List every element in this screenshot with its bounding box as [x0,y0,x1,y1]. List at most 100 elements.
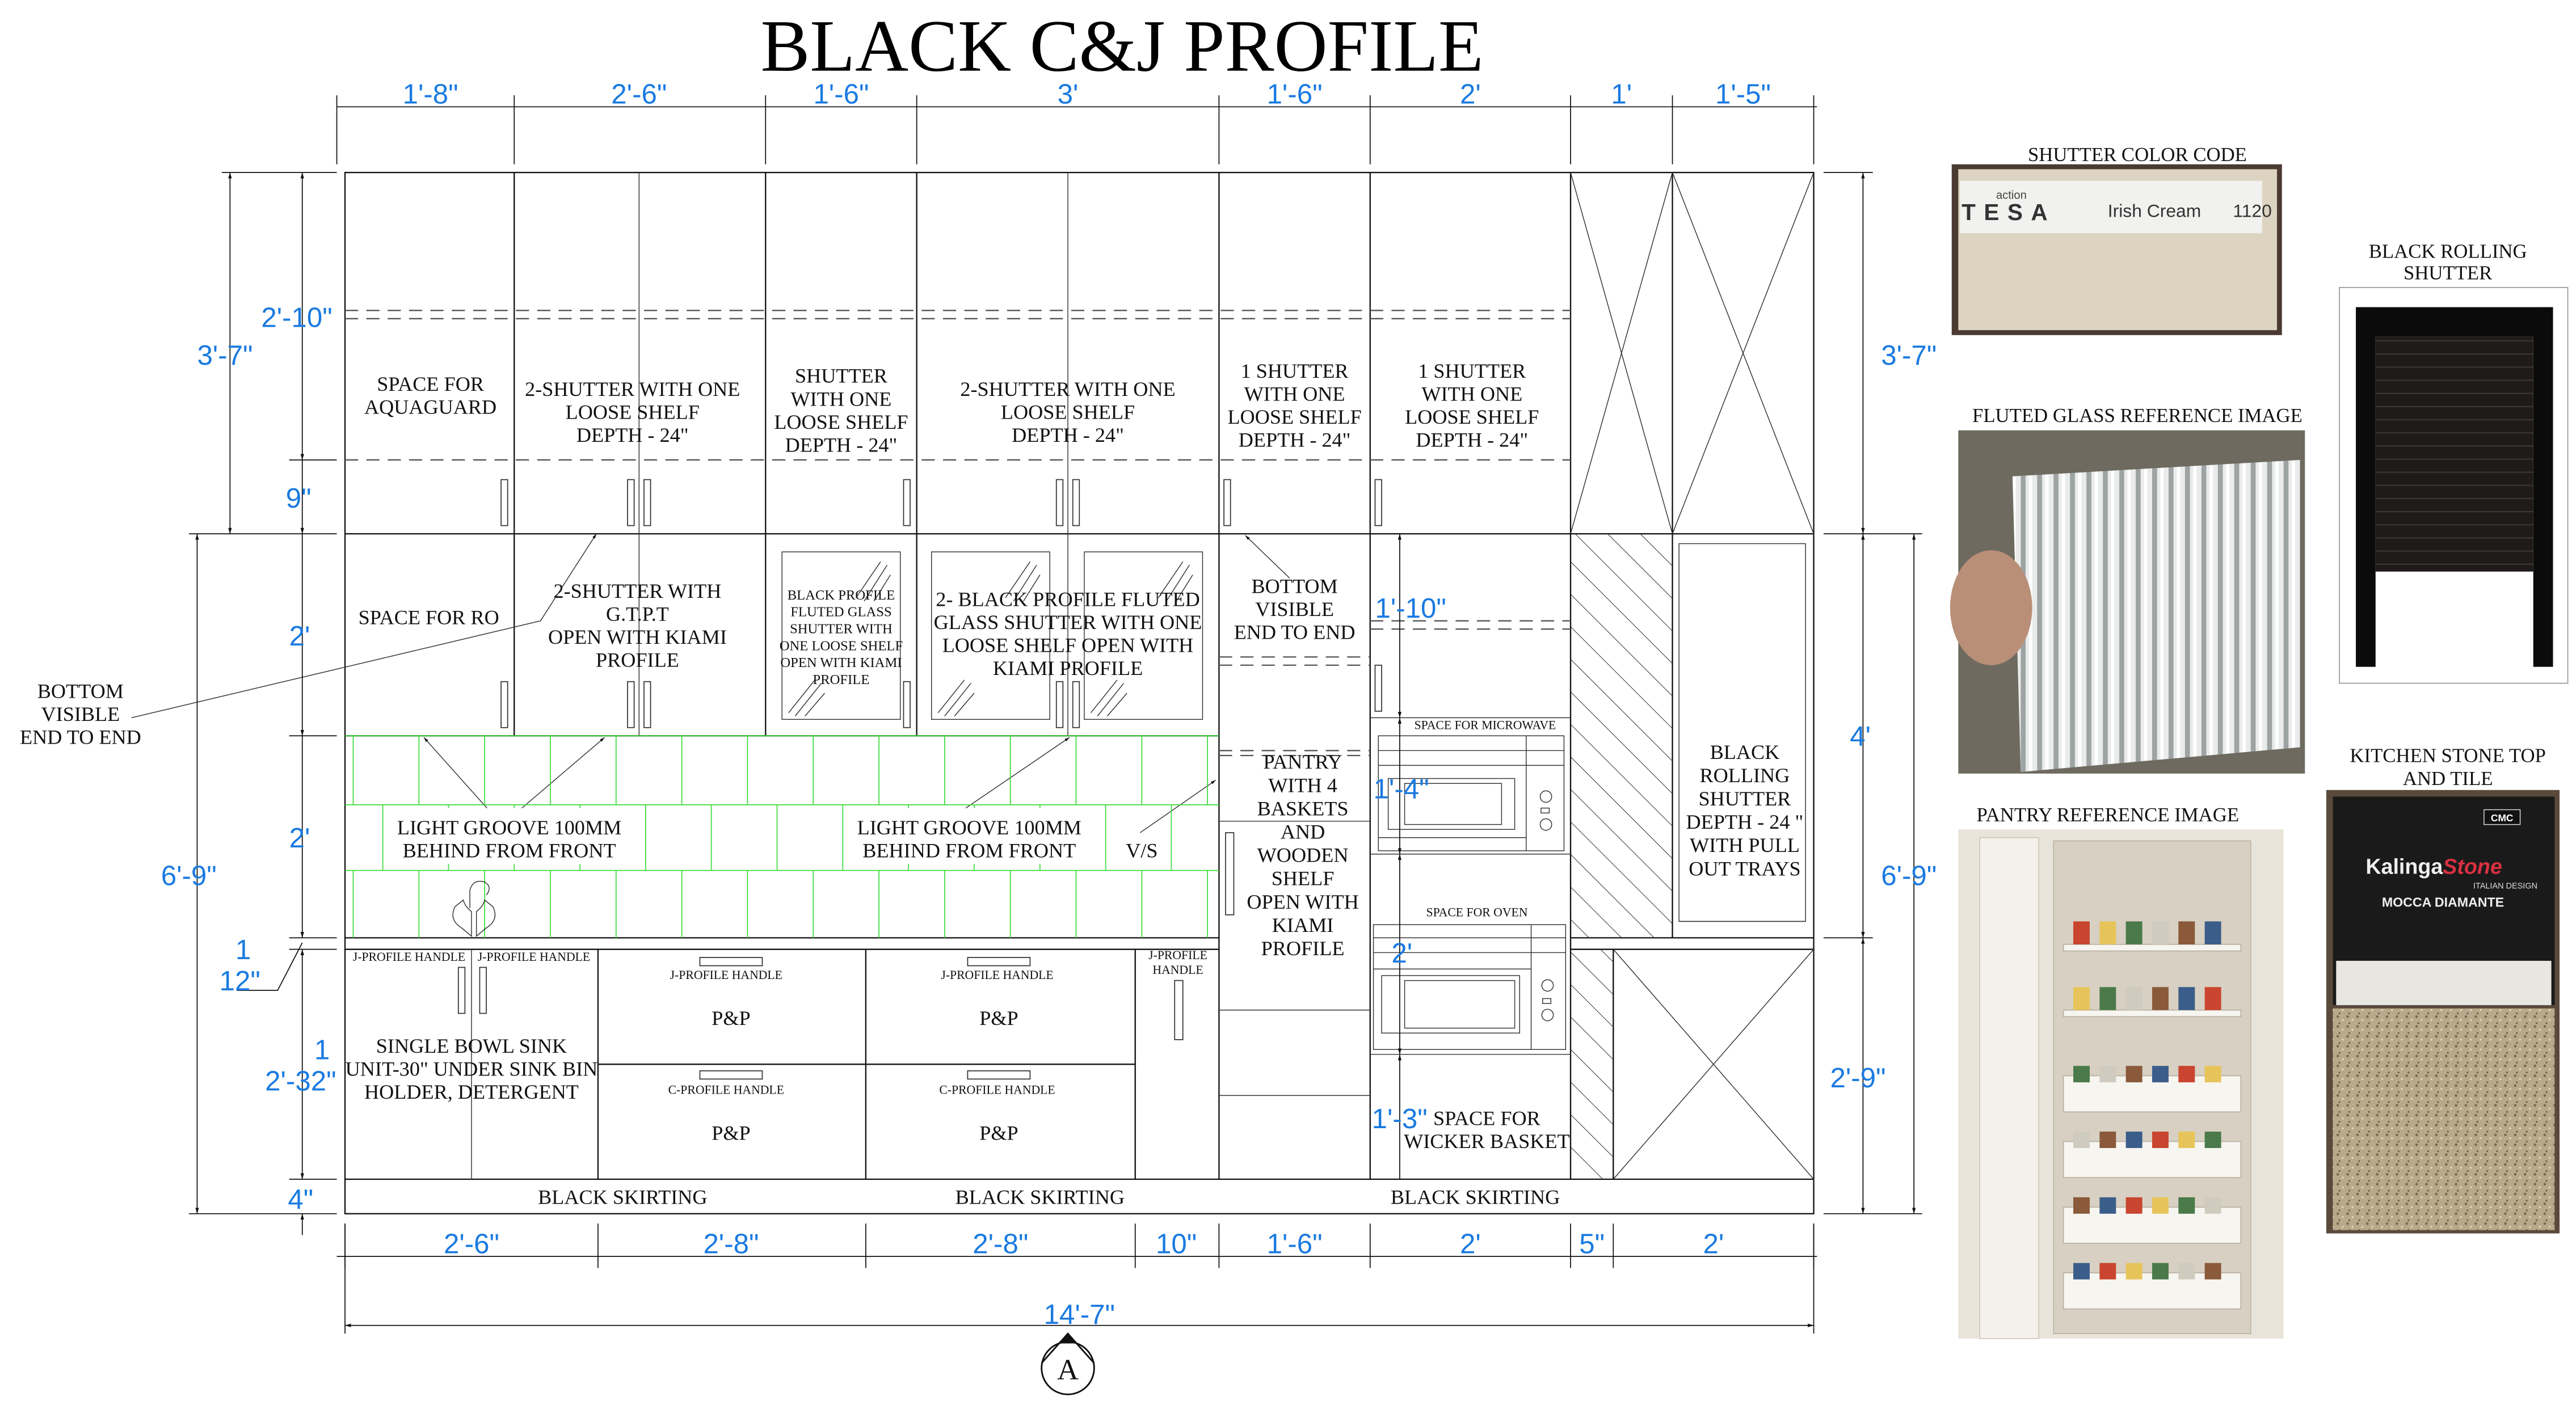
caption-shutter-color: SHUTTER COLOR CODE [2028,144,2247,166]
pantry-column [1219,656,1370,1096]
pantry-item [2204,987,2221,1010]
bottom-dimension-chain: 2'-6" 2'-8" 2'-8" 10" 1'-6" 2' 5" 2' 14'… [336,1223,1817,1334]
microwave-icon [1378,735,1565,851]
bottom-dim-2: 2'-8" [703,1228,759,1259]
bottom-dim-7: 5" [1579,1228,1605,1259]
pantry-item [2073,1197,2090,1214]
pantry-item [2152,1263,2169,1280]
glass-reflection-mark [954,693,975,716]
backsplash-tiles [345,735,1219,938]
pantry-item [2125,1066,2143,1083]
cmc-badge: CMC [2491,812,2514,824]
left-dim-counter-num: 1 [235,934,251,965]
filler-panel-hatched-base [1570,948,1614,1180]
pantry-item [2178,921,2195,944]
pantry-item [2152,1132,2169,1148]
bottom-dim-8: 2' [1703,1228,1724,1259]
glass-reflection-mark [873,575,891,602]
glass-reflection-mark [1166,564,1190,602]
color-name: Irish Cream [2108,200,2201,221]
glass-reflection-mark [1023,575,1041,602]
label-drawer-b-top: P&P [979,1007,1018,1029]
pantry-item [2099,987,2116,1010]
caption-fluted-glass: FLUTED GLASS REFERENCE IMAGE [1972,404,2303,427]
left-dim-backsplash: 2' [289,822,310,854]
bottom-dim-4: 10" [1156,1228,1197,1259]
glass-reflection-mark [1005,561,1031,598]
pantry-item [2204,1197,2221,1214]
filler-panel-hatched [1570,533,1673,939]
pantry-item [2152,1197,2169,1214]
label-drawer-a-top: P&P [712,1007,750,1029]
left-dim-upper-bottom: 9" [286,483,312,514]
pantry-item [2125,1197,2143,1214]
label-vs: V/S [1126,839,1157,862]
pantry-item [2178,1132,2195,1148]
right-dimensions [1823,172,1922,1214]
pantry-item [2099,1132,2116,1148]
fluted-glass-shutters [781,551,1203,720]
pantry-item [2125,1132,2143,1148]
pantry-item [2178,987,2195,1010]
bottom-dim-6: 2' [1460,1228,1481,1259]
pantry-item [2204,921,2221,944]
label-drawer-b-bottom-handle: C-PROFILE HANDLE [939,1083,1055,1096]
top-dimension-chain: 1'-8" 2'-6" 1'-6" 3' 1'-6" 2' 1' 1'-5" [336,79,1817,164]
dim-wicker: 1'-3" [1372,1103,1428,1134]
right-dim-upper-total: 3'-7" [1881,340,1937,371]
glass-reflection-mark [864,564,888,602]
glass-reflection-mark [1097,683,1125,716]
top-dim-8: 1'-5" [1715,79,1771,110]
pantry-item [2178,1066,2195,1083]
pantry-shelf [2063,944,2242,952]
base-cabinets [457,949,1184,1180]
left-dim-skirting: 4" [288,1184,313,1215]
pantry-item [2204,1263,2221,1280]
left-dim-mid-cabinet: 2' [289,621,310,652]
bottom-dim-3: 2'-8" [973,1228,1028,1259]
left-dimensions [188,172,337,1235]
pantry-item [2152,1066,2169,1083]
appliance-column [1370,620,1571,1055]
right-dim-tall-upper: 4' [1850,721,1871,752]
left-dim-upper-total: 3'-7" [197,340,252,371]
stone-sample [2333,1008,2555,1230]
stone-name: MOCCA DIAMANTE [2382,894,2504,909]
label-space-for-ro: SPACE FOR RO [359,606,499,628]
top-dim-2: 2'-6" [611,79,667,110]
pantry-item [2125,1263,2143,1280]
dim-microwave-gap: 1'-10" [1375,593,1446,624]
label-drawer-a-bottom-handle: C-PROFILE HANDLE [668,1083,784,1096]
section-marker[interactable]: A [1041,1332,1095,1395]
tesa-logo: TESA [1962,199,2056,225]
label-drawer-b-bottom: P&P [979,1122,1018,1145]
label-j-handle-2: J-PROFILE HANDLE [478,950,590,964]
glass-reflection-mark [855,561,881,598]
pantry-item [2099,1197,2116,1214]
oven-icon [1373,924,1567,1050]
pantry-item [2073,1066,2090,1083]
faucet-icon [452,880,496,938]
left-dim-base-num: 1 [314,1035,330,1066]
glass-reflection-mark [805,693,826,716]
top-dim-1: 1'-8" [403,79,458,110]
